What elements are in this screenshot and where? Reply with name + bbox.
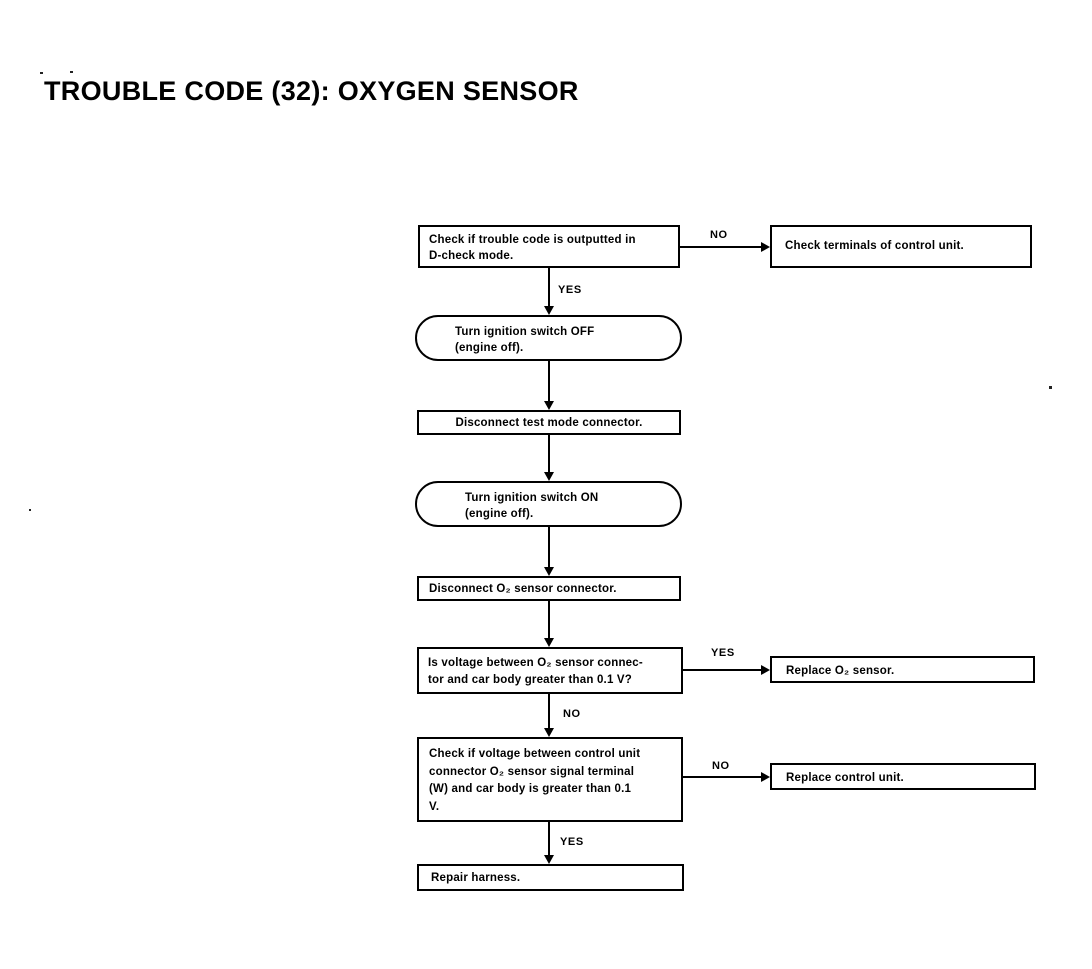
scan-speck bbox=[40, 72, 43, 74]
node-text-line: connector O₂ sensor signal terminal bbox=[429, 765, 635, 778]
connector-vertical bbox=[548, 435, 550, 473]
node-text-line: Turn ignition switch OFF bbox=[455, 326, 595, 338]
connector-vertical bbox=[548, 694, 550, 729]
node-text-line: tor and car body greater than 0.1 V? bbox=[428, 674, 633, 686]
down-arrowhead-icon bbox=[544, 472, 554, 481]
right-arrowhead-icon bbox=[761, 242, 770, 252]
node-text-line: V. bbox=[429, 800, 440, 813]
node-text-line: (W) and car body is greater than 0.1 bbox=[429, 783, 632, 795]
node-text-line: Replace control unit. bbox=[786, 772, 904, 784]
down-arrowhead-icon bbox=[544, 401, 554, 410]
node-ignition-on: Turn ignition switch ON (engine off). bbox=[415, 481, 682, 527]
node-voltage-control-unit-check: Check if voltage between control unit co… bbox=[417, 737, 683, 822]
scan-speck bbox=[29, 509, 31, 511]
node-text-line: Is voltage between O₂ sensor connec- bbox=[428, 657, 643, 669]
label-yes-repair-harness: YES bbox=[560, 836, 584, 848]
down-arrowhead-icon bbox=[544, 855, 554, 864]
node-text-line: Disconnect test mode connector. bbox=[455, 417, 643, 429]
label-yes-replace-o2: YES bbox=[711, 647, 735, 659]
node-text-line: Check if voltage between control unit bbox=[429, 748, 641, 760]
node-ignition-off: Turn ignition switch OFF (engine off). bbox=[415, 315, 682, 361]
connector-horizontal bbox=[683, 669, 762, 671]
node-check-trouble-code: Check if trouble code is outputted in D-… bbox=[418, 225, 680, 268]
connector-horizontal bbox=[683, 776, 762, 778]
node-text-line: (engine off). bbox=[455, 342, 524, 354]
label-no-check-terminals: NO bbox=[710, 229, 728, 241]
connector-vertical bbox=[548, 268, 550, 307]
connector-vertical bbox=[548, 601, 550, 639]
right-arrowhead-icon bbox=[761, 772, 770, 782]
node-text-line: D-check mode. bbox=[429, 250, 514, 262]
node-text-line: (engine off). bbox=[465, 508, 534, 520]
down-arrowhead-icon bbox=[544, 567, 554, 576]
node-replace-control-unit: Replace control unit. bbox=[770, 763, 1036, 790]
down-arrowhead-icon bbox=[544, 728, 554, 737]
down-arrowhead-icon bbox=[544, 306, 554, 315]
node-voltage-o2-check: Is voltage between O₂ sensor connec- tor… bbox=[417, 647, 683, 694]
node-text-line: Replace O₂ sensor. bbox=[786, 665, 895, 677]
scan-speck bbox=[1049, 386, 1052, 389]
node-text-line: Disconnect O₂ sensor connector. bbox=[429, 583, 617, 595]
node-text-line: Check terminals of control unit. bbox=[785, 240, 964, 252]
node-text-line: Check if trouble code is outputted in bbox=[429, 234, 636, 246]
page-title: TROUBLE CODE (32): OXYGEN SENSOR bbox=[44, 76, 579, 106]
label-no-replace-control: NO bbox=[712, 760, 730, 772]
connector-vertical bbox=[548, 361, 550, 402]
connector-horizontal bbox=[680, 246, 762, 248]
node-text-line: Repair harness. bbox=[431, 872, 521, 884]
node-disconnect-o2-sensor: Disconnect O₂ sensor connector. bbox=[417, 576, 681, 601]
label-yes-ignition-off: YES bbox=[558, 284, 582, 296]
node-text-line: Turn ignition switch ON bbox=[465, 492, 599, 504]
connector-vertical bbox=[548, 822, 550, 858]
connector-vertical bbox=[548, 527, 550, 568]
node-repair-harness: Repair harness. bbox=[417, 864, 684, 891]
down-arrowhead-icon bbox=[544, 638, 554, 647]
node-check-terminals: Check terminals of control unit. bbox=[770, 225, 1032, 268]
node-disconnect-test-mode: Disconnect test mode connector. bbox=[417, 410, 681, 435]
scan-speck bbox=[70, 71, 73, 73]
node-replace-o2-sensor: Replace O₂ sensor. bbox=[770, 656, 1035, 683]
right-arrowhead-icon bbox=[761, 665, 770, 675]
label-no-voltage-check: NO bbox=[563, 708, 581, 720]
